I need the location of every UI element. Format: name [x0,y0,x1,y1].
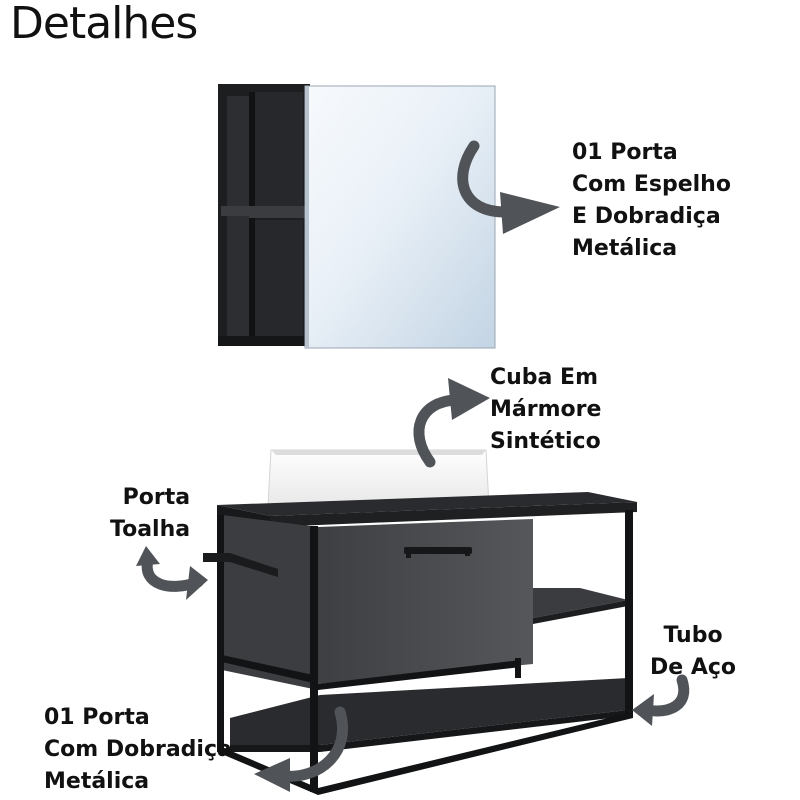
arrow-towel-rack [136,546,208,600]
page-title: Detalhes [10,0,198,49]
label-line: Com Dobradiça [44,737,232,762]
label-line: Metálica [572,236,678,261]
label-drawer-door: 01 Porta Com Dobradiça Metálica [44,702,232,798]
arrow-steel-tube [632,674,690,726]
label-towel-rack: Porta Toalha [110,482,190,546]
label-line: Porta [122,485,191,510]
label-line: Toalha [110,517,191,542]
arrow-basin [413,378,490,468]
label-line: 01 Porta [44,705,150,730]
label-line: De Aço [650,655,737,680]
vanity-cabinet [203,492,637,795]
label-line: E Dobradiça [572,204,721,229]
label-line: 01 Porta [572,140,678,165]
label-steel-tube: Tubo De Aço [650,620,736,684]
label-basin: Cuba Em Mármore Sintético [490,362,601,458]
label-line: Mármore [490,397,602,422]
mirror-cabinet [218,84,496,349]
label-line: Sintético [490,429,601,454]
label-mirror-door: 01 Porta Com Espelho E Dobradiça Metálic… [572,137,731,265]
label-line: Metálica [44,769,150,794]
label-line: Tubo [663,623,723,648]
label-line: Cuba Em [490,365,599,390]
label-line: Com Espelho [572,172,731,197]
arrow-drawer-door [254,706,349,792]
arrow-mirror-door [457,140,560,234]
